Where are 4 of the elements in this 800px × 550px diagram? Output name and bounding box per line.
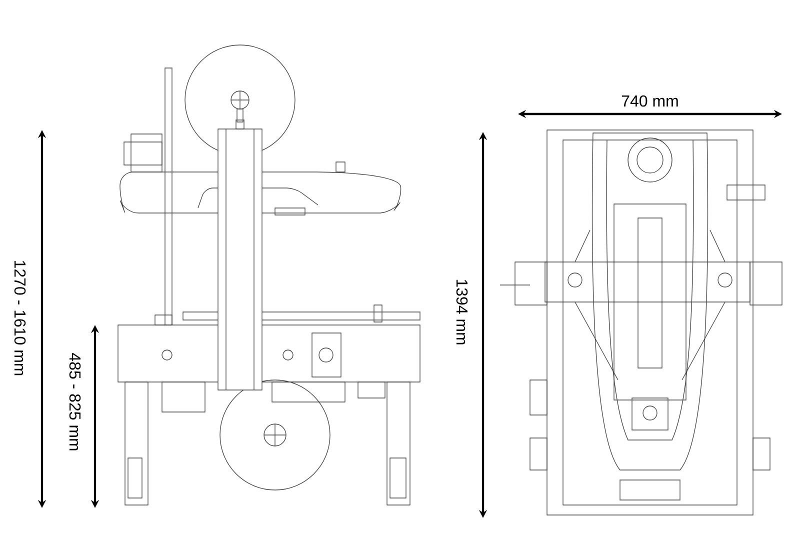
dimension-label: 485 - 825 mm (69, 353, 81, 450)
dimension-label: 1270 - 1610 mm (14, 260, 26, 376)
dimension-label: 740 mm (622, 95, 678, 107)
dimension-label: 1394 mm (456, 280, 468, 344)
